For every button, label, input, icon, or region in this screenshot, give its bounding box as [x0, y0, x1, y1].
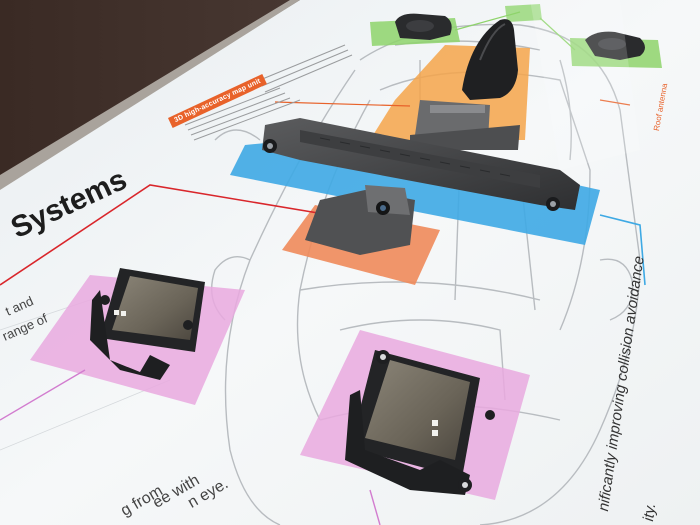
map-unit-bracket: [262, 118, 580, 211]
sensor-part-green-left: [395, 13, 452, 40]
pink-connector-lines: [0, 369, 381, 525]
left-radar-sensor: [90, 268, 205, 380]
right-rotated-text-2: ity.: [640, 502, 660, 523]
glass-reflection: [530, 0, 640, 170]
green-connector-lines: [454, 11, 576, 51]
front-camera-unit: [305, 185, 415, 255]
green-highlight-top: [505, 4, 542, 22]
shark-fin-antenna: [462, 19, 518, 100]
right-radar-sensor: [345, 350, 495, 495]
sensor-part-green-right: [585, 31, 645, 60]
orange-connector-line: [274, 99, 631, 107]
fine-print-lines: [184, 44, 353, 141]
red-connector-lines: [0, 184, 331, 286]
blue-connector-line: [599, 214, 646, 286]
table-edge: [0, 0, 300, 190]
gray-control-box: [410, 100, 520, 150]
